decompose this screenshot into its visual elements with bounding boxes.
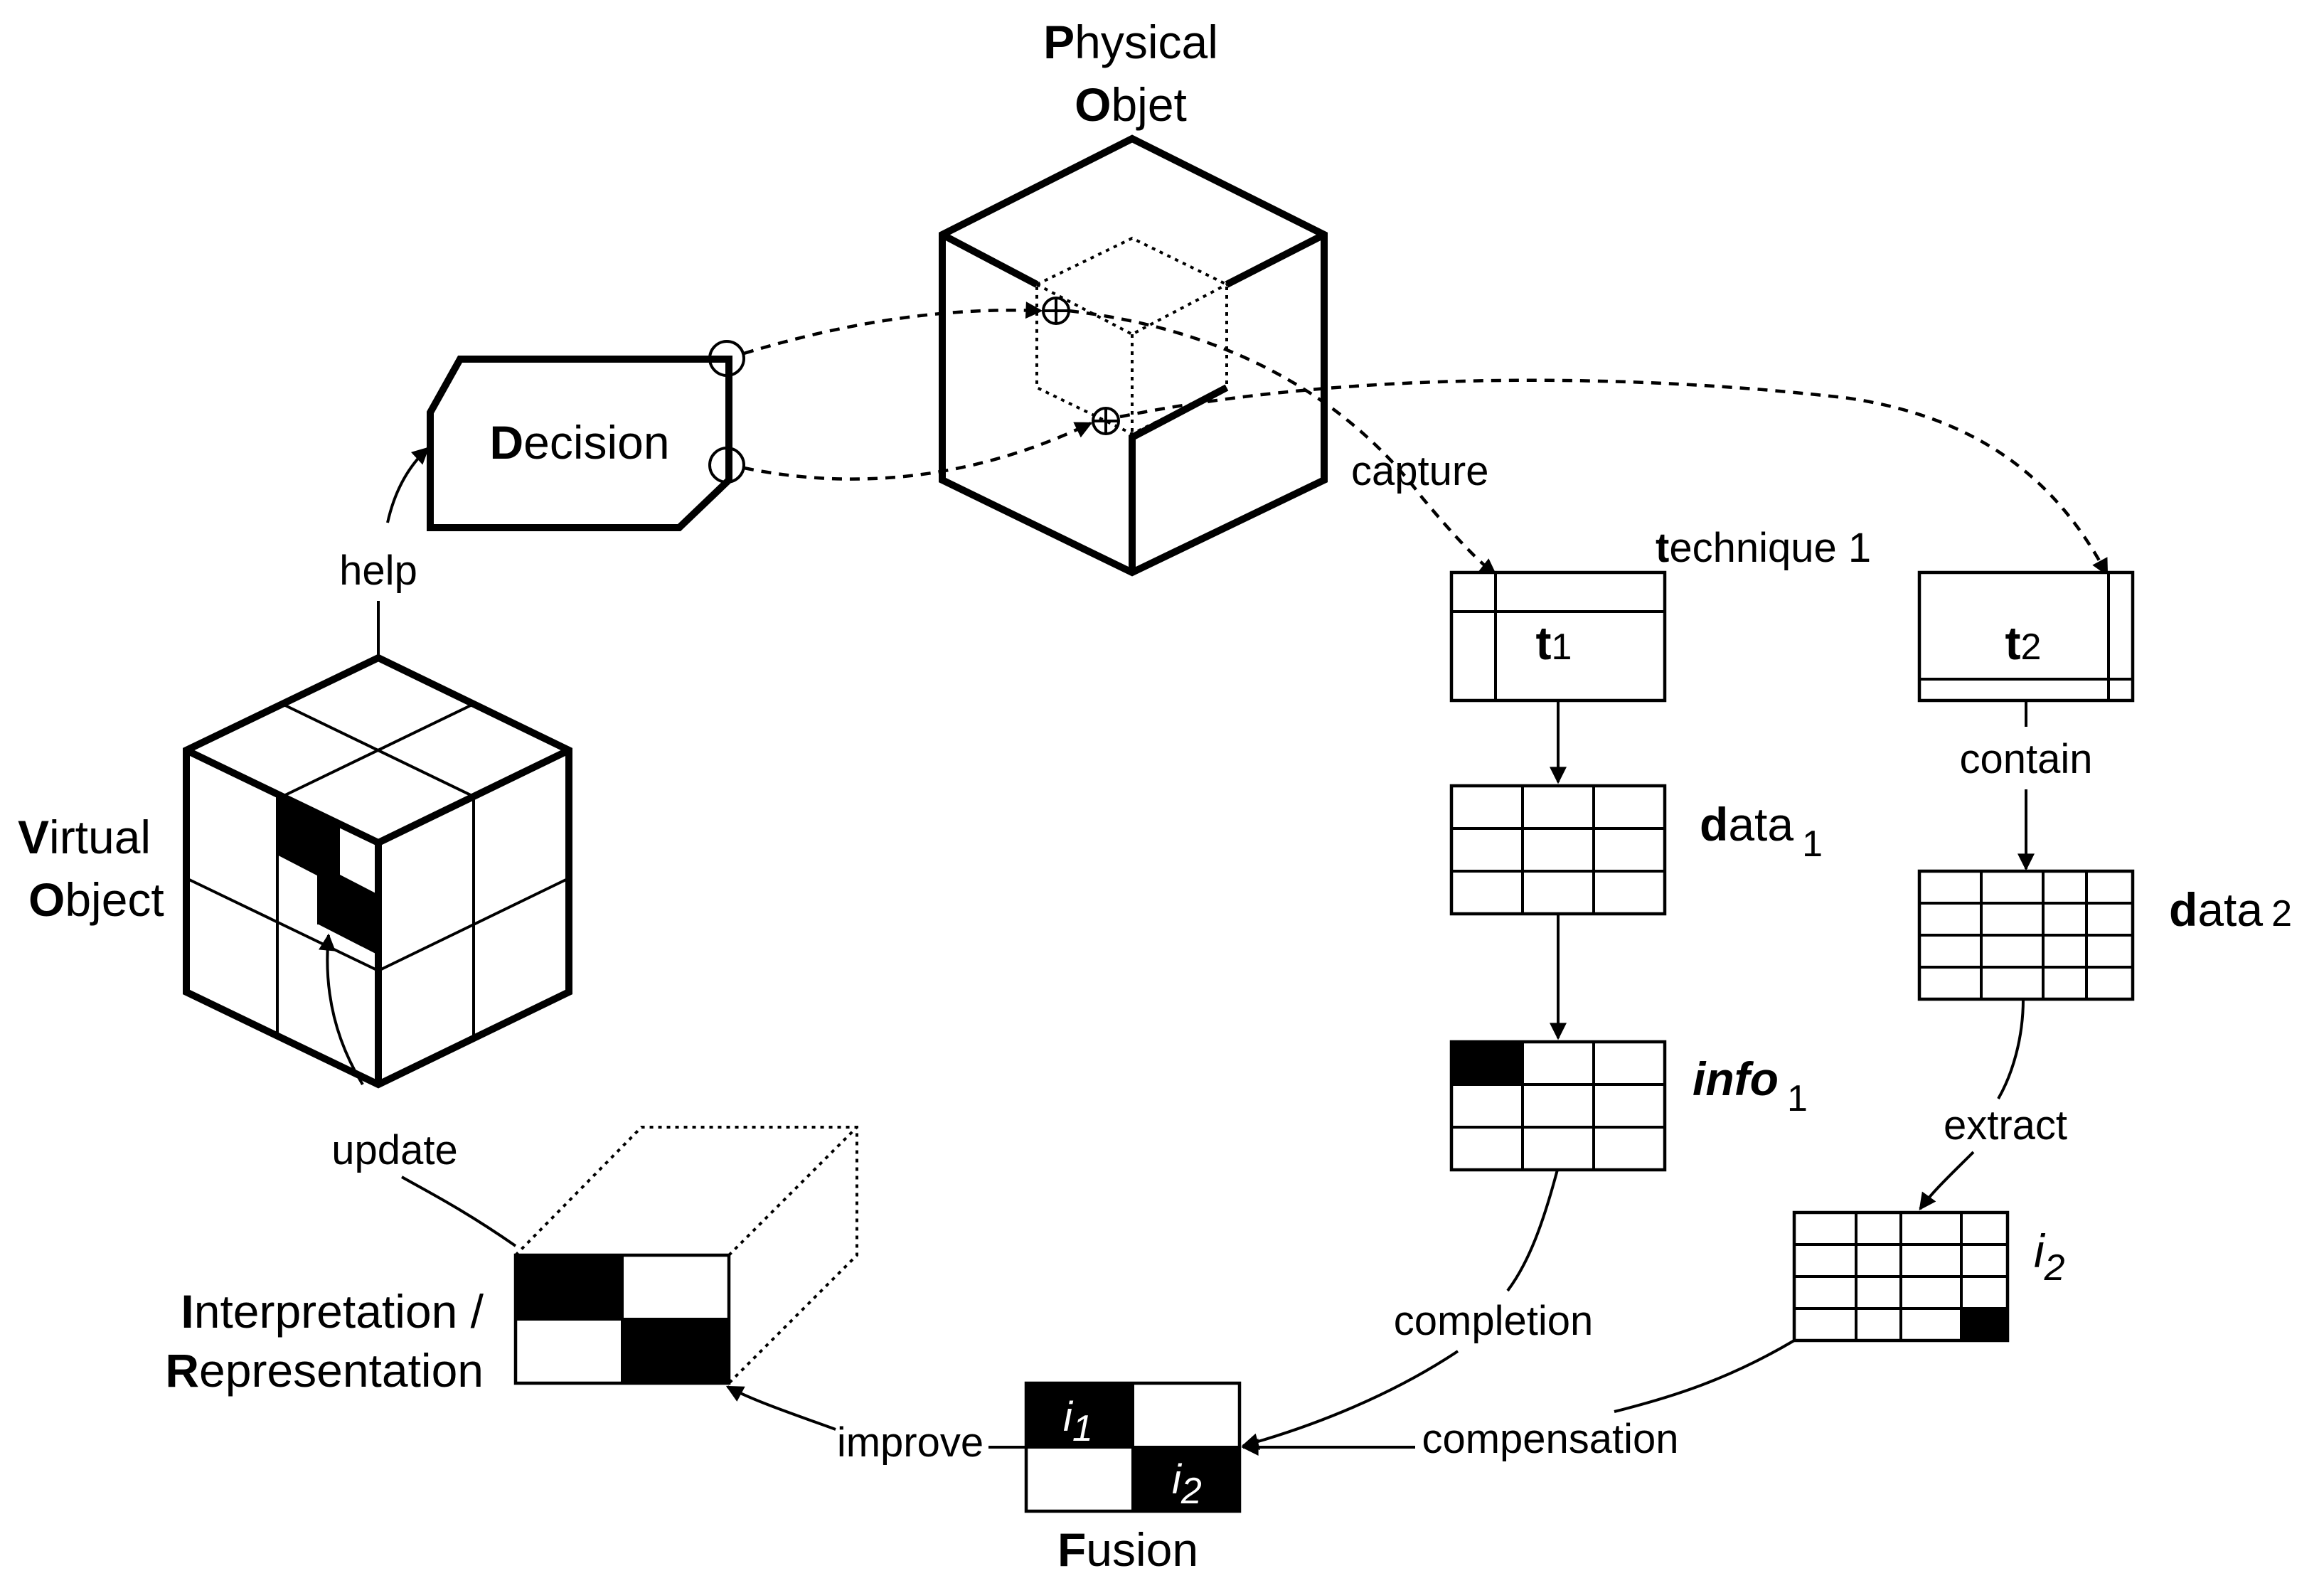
- completion-line-top: [1506, 1169, 1559, 1292]
- physical-object-label: Physical Objet: [1043, 16, 1218, 131]
- data2-table: [1917, 869, 2135, 1001]
- improve-arrow: [725, 1385, 836, 1431]
- fusion-label: Fusion: [1057, 1523, 1198, 1576]
- improve-label: improve: [837, 1419, 984, 1466]
- capture-arrow-technique1: [1068, 309, 1497, 576]
- svg-text:Object: Object: [28, 873, 164, 926]
- completion-label: completion: [1394, 1298, 1593, 1344]
- svg-text:Decision: Decision: [489, 416, 669, 469]
- target-marker-lower: [1092, 407, 1120, 435]
- capture-label: capture: [1351, 448, 1488, 494]
- update-arrow: [319, 933, 364, 1086]
- help-arrow: [386, 447, 430, 523]
- extract-label: extract: [1944, 1102, 2067, 1148]
- fusion-cell-i1: i1: [1063, 1394, 1093, 1449]
- svg-text:t1: t1: [1536, 617, 1572, 669]
- data2-extract-line: [1997, 998, 2025, 1099]
- completion-arrow: [1241, 1350, 1459, 1450]
- decision-node: Decision: [427, 340, 745, 531]
- svg-text:Virtual: Virtual: [18, 811, 151, 863]
- virtual-object-cube: [183, 654, 572, 1089]
- technique1-box: t1: [1449, 570, 1667, 703]
- technique1-label: technique 1: [1656, 525, 1871, 571]
- technique2-box: t2: [1917, 570, 2135, 703]
- interpretation-label: Interpretation / Representation: [165, 1285, 484, 1397]
- decision-to-object-link-upper: [743, 302, 1043, 356]
- svg-text:Physical: Physical: [1043, 16, 1218, 68]
- extract-arrow: [1919, 1151, 1975, 1210]
- capture-arrow-technique2: [1119, 378, 2109, 577]
- target-marker-upper: [1042, 297, 1070, 325]
- data1-table: [1449, 784, 1667, 916]
- i2-label: i2: [2034, 1225, 2065, 1289]
- fusion-cell-i2: i2: [1172, 1456, 1202, 1512]
- svg-text:Representation: Representation: [165, 1344, 484, 1397]
- contain-label: contain: [1959, 736, 2092, 782]
- compensation-label: compensation: [1422, 1416, 1678, 1462]
- svg-text:t2: t2: [2005, 617, 2042, 669]
- info1-table: [1449, 1040, 1667, 1172]
- physical-object-cube: [939, 134, 1328, 577]
- fusion-matrix: i1 i2: [1024, 1381, 1242, 1513]
- i2-table: [1792, 1210, 2010, 1343]
- update-line-bottom: [401, 1176, 517, 1247]
- decision-to-object-link-lower: [743, 421, 1093, 481]
- compensation-line-right: [1614, 1339, 1796, 1413]
- help-label: help: [339, 548, 417, 594]
- svg-text:Interpretation /: Interpretation /: [181, 1285, 484, 1338]
- interpretation-prism: [513, 1126, 858, 1385]
- svg-text:Objet: Objet: [1075, 78, 1187, 131]
- update-label: update: [331, 1127, 457, 1173]
- virtual-object-label: Virtual Object: [18, 811, 164, 926]
